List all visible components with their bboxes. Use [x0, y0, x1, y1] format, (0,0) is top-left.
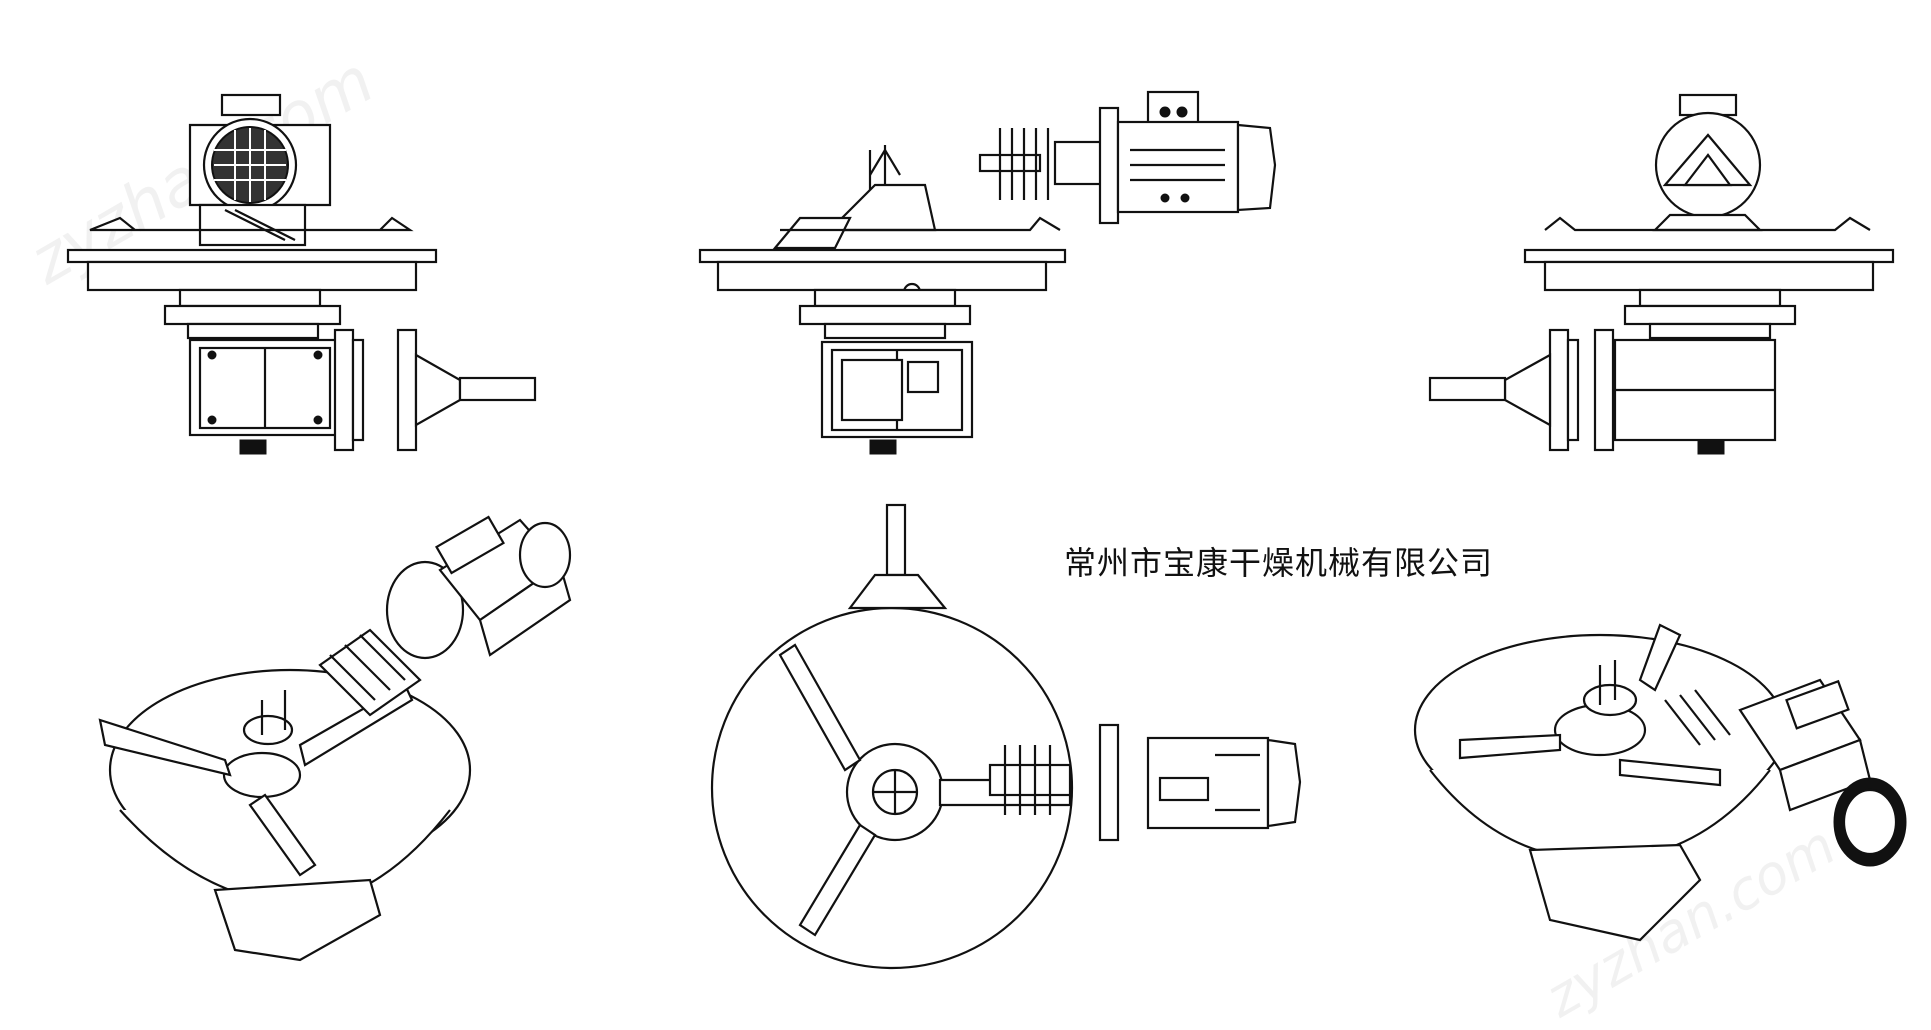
- drive-motor: [1738, 678, 1907, 867]
- center-hub: [222, 751, 302, 799]
- screw-feeder: [988, 745, 1072, 815]
- feed-pipe: [1428, 376, 1507, 402]
- scraper-arm-2: [798, 823, 877, 937]
- feed-pipe: [458, 376, 537, 402]
- scraper-arm-3: [248, 793, 317, 877]
- view-top-plan: [710, 503, 1302, 970]
- shaft-end: [869, 439, 897, 455]
- tray-plate: [1523, 248, 1895, 264]
- drive-motor: [1098, 90, 1277, 225]
- scraper-arm-1: [778, 643, 862, 772]
- scraper-arm: [89, 216, 414, 232]
- technical-drawing: [66, 90, 1907, 970]
- feed-cone: [847, 573, 948, 610]
- motor-terminal-box: [220, 93, 282, 117]
- gearbox-base: [1528, 843, 1702, 942]
- motor-gear-coupling: [198, 203, 307, 247]
- scraper-arm: [772, 216, 852, 250]
- drive-motor: [1098, 723, 1302, 842]
- drive-motor: [385, 515, 572, 660]
- screw-feeder: [978, 128, 1112, 200]
- scraper-arm-3: [1618, 758, 1722, 787]
- view-front-elevation: [66, 93, 537, 455]
- feed-cone: [414, 353, 462, 427]
- tray-plate: [698, 248, 1067, 264]
- scraper-arm-1: [1638, 623, 1682, 692]
- company-name-label: 常州市宝康干燥机械有限公司: [1064, 544, 1494, 582]
- screw-feeder: [318, 628, 422, 717]
- view-rear-elevation: [1428, 93, 1895, 455]
- shaft-end: [1697, 439, 1725, 455]
- tray-plate: [66, 248, 438, 264]
- feed-pipe: [885, 503, 907, 577]
- gearbox-base: [213, 878, 382, 962]
- scraper-arm-2: [1458, 733, 1562, 760]
- view-side-elevation: [698, 90, 1277, 455]
- screw-feeder: [1664, 689, 1731, 746]
- shaft-end: [239, 439, 267, 455]
- center-hub: [1652, 213, 1763, 232]
- scraper-arm-1: [98, 718, 232, 777]
- view-isometric-left: [98, 515, 572, 962]
- view-isometric-right: [1413, 623, 1907, 942]
- feed-cone: [1503, 353, 1552, 427]
